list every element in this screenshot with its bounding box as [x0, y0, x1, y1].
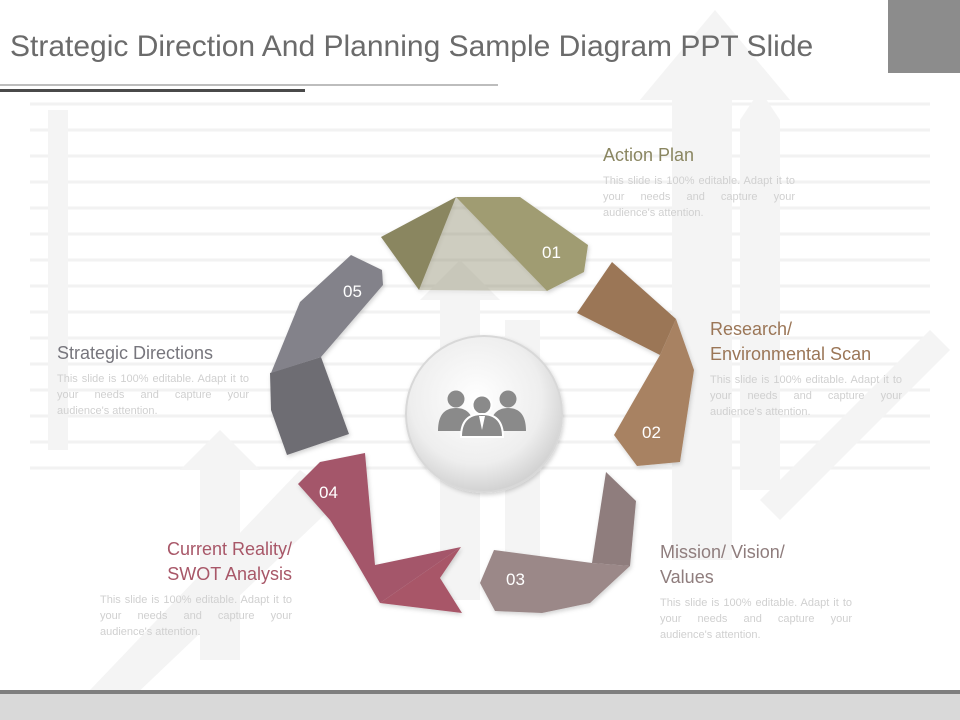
step-number-02: 02 — [642, 423, 661, 442]
step-title-02-line1: Research/ — [710, 319, 793, 339]
step-description-03: This slide is 100% editable. Adapt it to… — [660, 597, 852, 641]
segment-01-arrow — [456, 197, 588, 291]
segment-02-arrow — [614, 319, 694, 466]
step-title-01: Action Plan — [603, 145, 695, 165]
step-title-03-line1: Mission/ Vision/ — [660, 542, 785, 562]
cycle-segment-05 — [270, 255, 383, 455]
step-number-04: 04 — [319, 483, 338, 502]
step-number-05: 05 — [343, 282, 362, 301]
segment-03-tail — [592, 472, 636, 566]
segment-02-tail — [577, 262, 676, 355]
step-number-03: 03 — [506, 570, 525, 589]
people-group-icon — [438, 390, 526, 438]
label-step-04: Current Reality/ SWOT Analysis This slid… — [100, 537, 292, 640]
label-step-05: Strategic Directions This slide is 100% … — [57, 341, 249, 419]
step-title-02-line2: Environmental Scan — [710, 344, 872, 364]
step-title-04-line1: Current Reality/ — [166, 539, 292, 559]
step-description-04: This slide is 100% editable. Adapt it to… — [100, 594, 292, 638]
footer-bar — [0, 690, 960, 720]
cycle-segment-04 — [298, 453, 462, 613]
step-number-01: 01 — [542, 243, 561, 262]
segment-03-arrow — [480, 550, 630, 613]
corner-accent-block — [888, 0, 960, 73]
label-step-03: Mission/ Vision/ Values This slide is 10… — [660, 540, 852, 643]
title-underline-thin — [0, 84, 498, 86]
step-title-04-line2: SWOT Analysis — [167, 564, 292, 584]
segment-05-arrow — [271, 255, 383, 373]
cycle-segment-02 — [577, 262, 694, 466]
segment-01-tail — [381, 197, 456, 290]
step-description-02: This slide is 100% editable. Adapt it to… — [710, 374, 902, 418]
label-step-02: Research/ Environmental Scan This slide … — [710, 317, 902, 420]
page-title: Strategic Direction And Planning Sample … — [10, 30, 814, 63]
segment-04-tail — [380, 547, 462, 613]
segment-05-tail — [270, 357, 349, 455]
step-description-05: This slide is 100% editable. Adapt it to… — [57, 373, 249, 417]
step-title-05: Strategic Directions — [57, 343, 214, 363]
label-step-01: Action Plan This slide is 100% editable.… — [603, 143, 795, 221]
cycle-segment-01 — [381, 197, 588, 291]
title-underline-thick — [0, 89, 305, 92]
step-description-01: This slide is 100% editable. Adapt it to… — [603, 175, 795, 219]
cycle-segment-03 — [480, 472, 636, 613]
step-title-03-line2: Values — [660, 567, 714, 587]
segment-04-arrow — [298, 453, 461, 603]
